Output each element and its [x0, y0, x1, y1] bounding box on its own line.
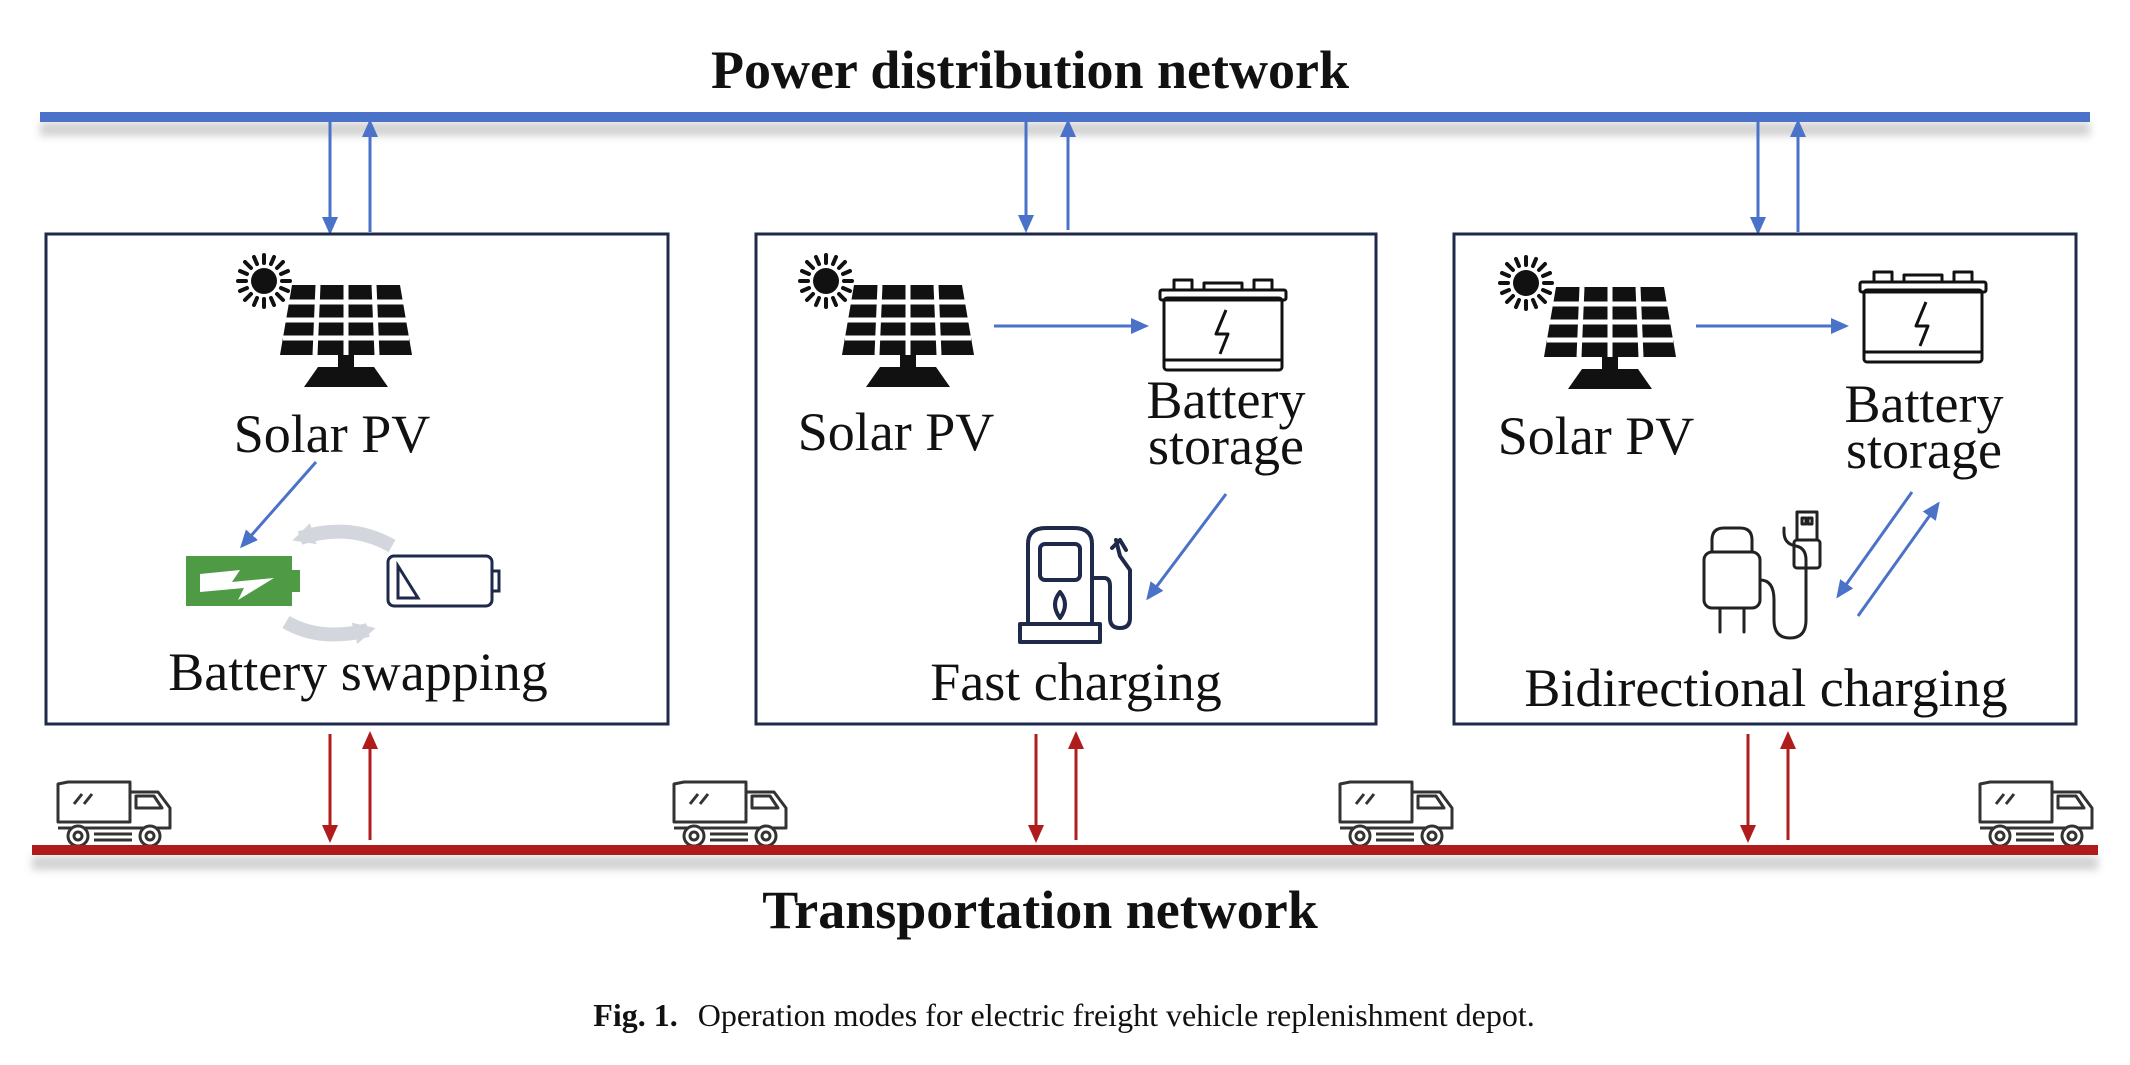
depot-2-solar-label: Solar PV [798, 402, 995, 462]
solar-panel-icon [842, 285, 974, 387]
depot-1-solar-label: Solar PV [234, 404, 431, 464]
depot-1-mode-label: Battery swapping [168, 642, 547, 702]
car-battery-icon [1858, 270, 1988, 364]
transport-network-title: Transportation network [762, 880, 1318, 940]
transport-line-shadow [32, 856, 2098, 870]
sun-icon [798, 253, 854, 309]
battery-empty-icon [386, 554, 501, 608]
charger-plug-icon [1702, 510, 1822, 640]
solar-to-battery-arrow [240, 461, 318, 549]
sun-icon [1498, 255, 1554, 311]
truck-icon [1338, 780, 1454, 848]
storage-to-charger-arrow [1146, 493, 1228, 601]
battery-full-icon [186, 556, 300, 606]
car-battery-icon [1158, 278, 1288, 372]
depot-3-storage-label-1: Battery [1845, 374, 2004, 434]
transport-arrows-depot-2 [1028, 731, 1084, 843]
swap-arrow-top [292, 523, 396, 553]
power-arrows-depot-2 [1018, 119, 1076, 233]
depot-2-mode-label: Fast charging [930, 652, 1221, 712]
depot-3-mode-label: Bidirectional charging [1524, 658, 2007, 718]
depot-3-solar-label: Solar PV [1498, 406, 1695, 466]
swap-arrow-bottom [282, 615, 376, 645]
figure-caption-prefix: Fig. 1. [593, 997, 677, 1033]
depot-2-box [754, 232, 1378, 726]
power-arrows-depot-3 [1750, 119, 1806, 235]
depot-3-storage-label-2: storage [1846, 420, 2002, 480]
bidirectional-arrows [1836, 491, 1940, 617]
power-network-title: Power distribution network [711, 40, 1349, 100]
depot-bidirectional-charging: Solar PV Battery storage Bidirectional c… [1452, 232, 2078, 726]
depot-fast-charging: Solar PV Battery storage Fast charging [754, 232, 1378, 726]
depot-2-storage-label-2: storage [1148, 416, 1304, 476]
figure-caption: Fig. 1. Operation modes for electric fre… [593, 997, 1534, 1033]
transport-arrows-depot-3 [1740, 731, 1796, 843]
solar-panel-icon [1544, 287, 1676, 389]
solar-panel-icon [280, 285, 412, 387]
truck-icon [1978, 780, 2094, 848]
sun-icon [236, 253, 292, 309]
figure-caption-text: Operation modes for electric freight veh… [698, 997, 1535, 1033]
transport-arrows-depot-1 [322, 731, 378, 843]
depot-3-box [1452, 232, 2078, 726]
depot-2-storage-label-1: Battery [1147, 370, 1306, 430]
truck-icon [672, 780, 788, 848]
charging-station-icon [1018, 526, 1132, 644]
truck-icon [56, 780, 172, 848]
depot-1-box [44, 232, 670, 726]
power-line-shadow [40, 122, 2090, 136]
depot-battery-swapping: Solar PV Battery swapping [44, 232, 670, 726]
power-arrows-depot-1 [322, 119, 378, 235]
